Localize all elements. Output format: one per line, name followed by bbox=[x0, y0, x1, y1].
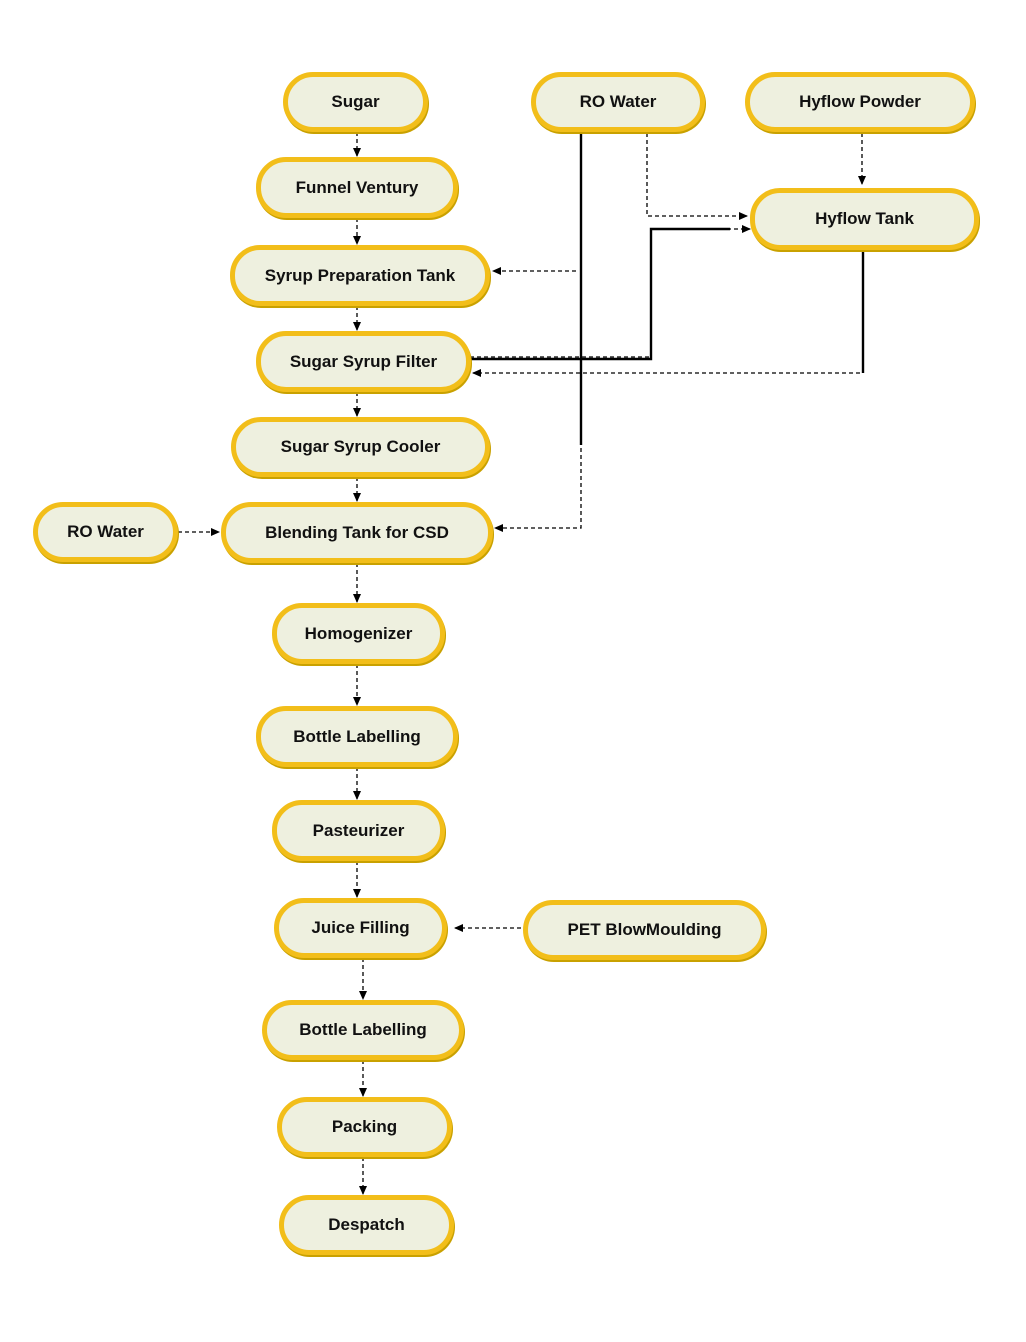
node-pet-blow-moulding: PET BlowMoulding bbox=[523, 900, 766, 960]
node-hyflow-powder: Hyflow Powder bbox=[745, 72, 975, 132]
node-homogenizer: Homogenizer bbox=[272, 603, 445, 664]
solid-filter-return bbox=[470, 227, 730, 361]
node-pasteurizer: Pasteurizer bbox=[272, 800, 445, 861]
arrow-ro-water-to-blending-right bbox=[494, 133, 582, 532]
node-blending-tank: Blending Tank for CSD bbox=[221, 502, 493, 563]
node-funnel-venturi: Funnel Ventury bbox=[256, 157, 458, 218]
arrow-hyflow-tank-to-filter bbox=[472, 250, 864, 377]
node-hyflow-tank: Hyflow Tank bbox=[750, 188, 979, 250]
node-ro-water-left: RO Water bbox=[33, 502, 178, 562]
arrow-ro-water-to-hyflow-tank bbox=[646, 133, 748, 220]
node-syrup-preparation-tank: Syrup Preparation Tank bbox=[230, 245, 490, 306]
node-packing: Packing bbox=[277, 1097, 452, 1157]
node-despatch: Despatch bbox=[279, 1195, 454, 1255]
arrow-filter-to-hyflow-tank bbox=[470, 225, 751, 358]
node-juice-filling: Juice Filling bbox=[274, 898, 447, 958]
node-ro-water-top: RO Water bbox=[531, 72, 705, 132]
node-sugar-syrup-filter: Sugar Syrup Filter bbox=[256, 331, 471, 392]
node-sugar-syrup-cooler: Sugar Syrup Cooler bbox=[231, 417, 490, 477]
node-bottle-labelling-1: Bottle Labelling bbox=[256, 706, 458, 767]
node-sugar: Sugar bbox=[283, 72, 428, 132]
node-bottle-labelling-2: Bottle Labelling bbox=[262, 1000, 464, 1060]
